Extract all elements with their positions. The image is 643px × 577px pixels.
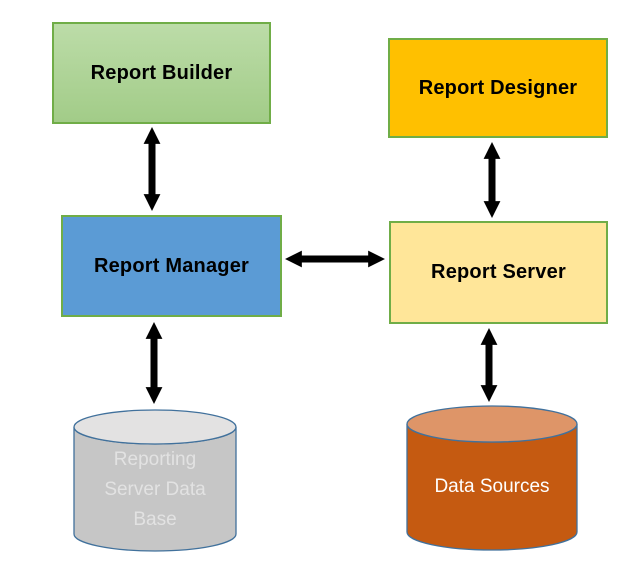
node-report-server: Report Server (389, 221, 608, 324)
cylinder-top (73, 409, 237, 445)
data-sources-cylinder (406, 405, 578, 551)
node-report-manager: Report Manager (61, 215, 282, 317)
node-report-designer-label: Report Designer (418, 76, 578, 99)
node-report-designer: Report Designer (388, 38, 608, 138)
node-report-builder-label: Report Builder (90, 61, 233, 84)
node-report-manager-label: Report Manager (93, 254, 250, 277)
reporting-server-database-cylinder (73, 409, 237, 552)
cylinder-top (406, 405, 578, 443)
node-report-builder: Report Builder (52, 22, 271, 124)
node-report-server-label: Report Server (431, 261, 566, 283)
node-reporting-server-database-label: Reporting Server Data Base (104, 449, 206, 530)
node-data-sources-label: Data Sources (434, 476, 550, 497)
